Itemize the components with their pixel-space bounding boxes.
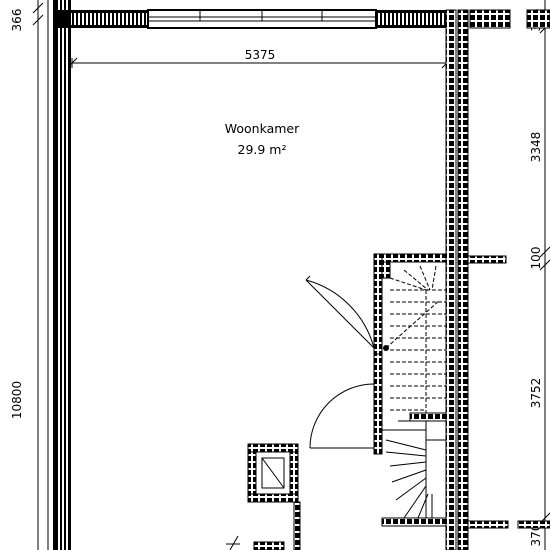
dim-right-bottom: 370	[529, 524, 543, 547]
stair-treads-lower	[382, 420, 446, 519]
dim-left-total: 10800	[10, 381, 24, 419]
dim-right-mid: 100	[529, 247, 543, 270]
dim-right-lower: 3752	[529, 378, 543, 409]
dim-right-upper: 3348	[529, 132, 543, 163]
stair-arrow	[385, 299, 441, 349]
door-upper	[305, 275, 375, 349]
stair-treads-upper	[389, 265, 446, 413]
room-name: Woonkamer	[225, 121, 300, 136]
hall-walls	[226, 443, 301, 550]
room-area: 29.9 m²	[238, 142, 287, 157]
dim-top-width: 5375	[245, 48, 276, 62]
stair-walls	[373, 253, 447, 527]
door-lower	[309, 383, 375, 449]
walls	[47, 0, 550, 550]
dim-left-top: 366	[10, 9, 24, 32]
